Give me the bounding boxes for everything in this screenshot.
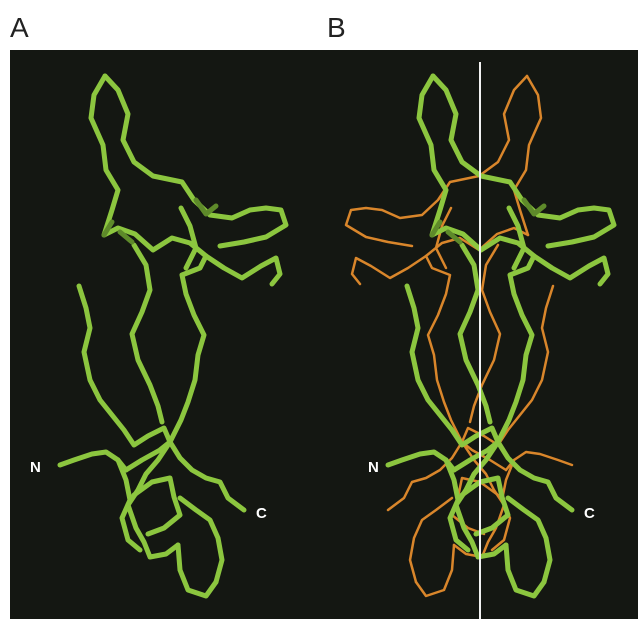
backbone-diagram: N C N C — [10, 50, 638, 619]
panel-a-label: A — [10, 12, 29, 44]
panel-a-n-terminus-label: N — [30, 459, 41, 476]
structure-figure: N C N C — [10, 50, 638, 619]
panel-b-label: B — [327, 12, 346, 44]
panel-b-c-terminus-label: C — [584, 505, 595, 522]
panel-b-n-terminus-label: N — [368, 459, 379, 476]
panel-a-c-terminus-label: C — [256, 505, 267, 522]
